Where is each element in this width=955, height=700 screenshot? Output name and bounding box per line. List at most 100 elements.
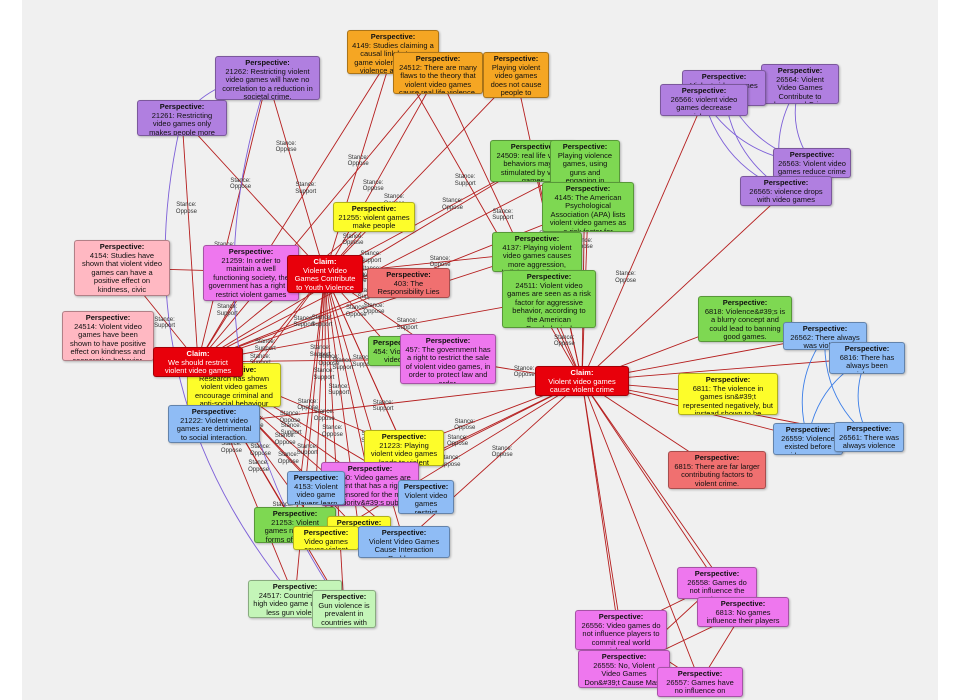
perspective-node[interactable]: Perspective:4154: Studies have shown tha… bbox=[74, 240, 170, 296]
perspective-text: 24514: Violent video games have been sho… bbox=[70, 321, 146, 361]
perspective-node[interactable]: Perspective:24511: Violent video games a… bbox=[502, 270, 596, 328]
perspective-node[interactable]: Perspective:6815: There are far larger c… bbox=[668, 451, 766, 489]
stance-value: Oppose bbox=[321, 432, 343, 439]
stance-header: Stance: bbox=[313, 368, 335, 375]
edge-p37-c3 bbox=[581, 357, 868, 382]
claim-node[interactable]: Claim:We should restrict violent video g… bbox=[153, 347, 243, 377]
stance-header: Stance: bbox=[342, 233, 364, 240]
stance-value: Oppose bbox=[297, 405, 319, 412]
stance-label: Stance:Oppose bbox=[447, 435, 468, 448]
perspective-header: Perspective: bbox=[802, 324, 848, 333]
perspective-node[interactable]: Perspective:26555: No, Violent Video Gam… bbox=[578, 650, 670, 688]
stance-header: Stance: bbox=[372, 399, 394, 406]
perspective-header: Perspective: bbox=[681, 86, 727, 95]
perspective-header: Perspective: bbox=[347, 464, 393, 473]
perspective-node[interactable]: Perspective:Playing violence games, usin… bbox=[550, 140, 620, 186]
perspective-header: Perspective: bbox=[425, 336, 471, 345]
perspective-node[interactable]: Perspective:24512: There are many flaws … bbox=[393, 52, 483, 94]
perspective-header: Perspective: bbox=[514, 234, 560, 243]
edge-p19-c3 bbox=[213, 380, 583, 425]
perspective-node[interactable]: Perspective:457: The government has a ri… bbox=[400, 334, 496, 384]
perspective-node[interactable]: Perspective:4137: Playing violent video … bbox=[492, 232, 582, 272]
stance-label: Stance:Support bbox=[353, 355, 374, 368]
perspective-node[interactable]: Perspective:21223: Playing violent video… bbox=[364, 430, 444, 466]
perspective-node[interactable]: Perspective:Video games cause violent be… bbox=[293, 526, 359, 550]
perspective-node[interactable]: Perspective:Violent video games restrict… bbox=[398, 480, 454, 514]
claim-header: Claim: bbox=[570, 368, 594, 377]
perspective-node[interactable]: Perspective:6811: The violence in games … bbox=[678, 373, 778, 415]
stance-label: Stance:Support bbox=[360, 251, 381, 264]
perspective-node[interactable]: Perspective:Playing violent video games … bbox=[483, 52, 549, 98]
edge-p2-c2 bbox=[181, 117, 199, 363]
perspective-text: 6815: There are far larger contributing … bbox=[674, 461, 760, 488]
perspective-node[interactable]: Perspective:26565: violence drops with v… bbox=[740, 176, 832, 206]
stance-header: Stance: bbox=[396, 318, 418, 325]
perspective-header: Perspective: bbox=[85, 313, 131, 322]
perspective-node[interactable]: Perspective:26556: Video games do not in… bbox=[575, 610, 667, 650]
stance-label: Stance:Oppose bbox=[248, 460, 269, 473]
perspective-node[interactable]: Perspective:21262: Restricting violent v… bbox=[215, 56, 320, 100]
stance-value: Oppose bbox=[447, 441, 469, 448]
perspective-text: 26563: Violent video games reduce crime bbox=[778, 158, 846, 177]
perspective-node[interactable]: Perspective:4153: Violent video game pla… bbox=[287, 471, 345, 505]
perspective-node[interactable]: Perspective:21261: Restricting video gam… bbox=[137, 100, 227, 136]
perspective-text: Research has shown violent video games e… bbox=[195, 373, 273, 407]
perspective-node[interactable]: Perspective:6818: Violence&#39;s is a bl… bbox=[698, 296, 792, 342]
stance-header: Stance: bbox=[279, 411, 301, 418]
perspective-node[interactable]: Perspective:21259: In order to maintain … bbox=[203, 245, 299, 301]
stance-header: Stance: bbox=[442, 197, 463, 204]
stance-value: Oppose bbox=[318, 361, 340, 367]
edge-p26-c3 bbox=[325, 380, 583, 539]
stance-value: Support bbox=[313, 374, 335, 381]
perspective-text: 26564: Violent Video Games Contribute to… bbox=[771, 74, 828, 103]
perspective-header: Perspective: bbox=[99, 242, 145, 251]
perspective-node[interactable]: Perspective:26557: Games have no influen… bbox=[657, 667, 743, 697]
stance-label: Stance:Oppose bbox=[346, 305, 367, 318]
perspective-header: Perspective: bbox=[373, 338, 418, 347]
stance-label: Stance:Oppose bbox=[278, 452, 299, 465]
perspective-node[interactable]: Perspective:24514: Violent video games h… bbox=[62, 311, 154, 361]
stance-value: Support bbox=[332, 364, 354, 371]
stance-value: Oppose bbox=[615, 277, 637, 284]
perspective-text: Gun violence is prevalent in countries w… bbox=[318, 600, 370, 627]
perspective-node[interactable]: Perspective:6816: There has always been … bbox=[829, 342, 905, 374]
perspective-node[interactable]: Perspective:Gun violence is prevalent in… bbox=[312, 590, 376, 628]
claim-node[interactable]: Claim:Violent Video Games Contribute to … bbox=[287, 255, 363, 293]
perspective-node[interactable]: Perspective:Violent Video Games Cause In… bbox=[358, 526, 450, 558]
stance-value: Support bbox=[352, 361, 374, 368]
stance-label: Stance:Oppose bbox=[276, 141, 297, 154]
stance-label: Stance:Oppose bbox=[176, 202, 197, 215]
perspective-node[interactable]: Perspective:6813: No games influence the… bbox=[697, 597, 789, 627]
claim-node[interactable]: Claim:Violent video games cause violent … bbox=[535, 366, 629, 396]
perspective-node[interactable]: Perspective:26566: violent video games d… bbox=[660, 84, 748, 116]
edge-p27-c3 bbox=[403, 380, 583, 543]
edge-p4-c3 bbox=[437, 72, 583, 382]
perspective-node[interactable]: Perspective:26558: Games do not influenc… bbox=[677, 567, 757, 599]
perspective-node[interactable]: Perspective:26561: There was always viol… bbox=[834, 422, 904, 452]
stance-header: Stance: bbox=[255, 339, 276, 346]
stance-header: Stance: bbox=[221, 441, 242, 448]
stance-header: Stance: bbox=[250, 353, 271, 360]
perspective-header: Perspective: bbox=[705, 375, 751, 384]
stance-value: Support bbox=[360, 258, 382, 265]
stance-header: Stance: bbox=[322, 425, 343, 432]
edge-p12-c2 bbox=[197, 162, 586, 363]
stance-label: Stance:Oppose bbox=[221, 441, 242, 454]
perspective-node[interactable]: Perspective:403: The Responsibility Lies… bbox=[367, 268, 450, 298]
perspective-node[interactable]: Perspective:26564: Violent Video Games C… bbox=[761, 64, 839, 104]
perspective-text: 4153: Violent video game players learn t… bbox=[294, 481, 338, 505]
perspective-node[interactable]: Perspective:26559: Violence existed befo… bbox=[773, 423, 843, 455]
perspective-text: 24509: real life violent behaviors may b… bbox=[496, 150, 570, 182]
perspective-node[interactable]: Perspective:26563: Violent video games r… bbox=[773, 148, 851, 178]
perspective-node[interactable]: Perspective:4145: The American Psycholog… bbox=[542, 182, 634, 232]
stance-label: Stance:Oppose bbox=[514, 366, 535, 379]
stance-header: Stance: bbox=[554, 334, 575, 341]
stance-header: Stance: bbox=[447, 434, 468, 441]
stance-header: Stance: bbox=[176, 202, 197, 209]
perspective-node[interactable]: Perspective:21222: Violent video games a… bbox=[168, 405, 260, 443]
stance-header: Stance: bbox=[348, 154, 369, 161]
perspective-header: Perspective: bbox=[701, 72, 747, 81]
perspective-node[interactable]: Perspective:21255: violent games make pe… bbox=[333, 202, 415, 232]
perspective-header: Perspective: bbox=[562, 142, 608, 151]
